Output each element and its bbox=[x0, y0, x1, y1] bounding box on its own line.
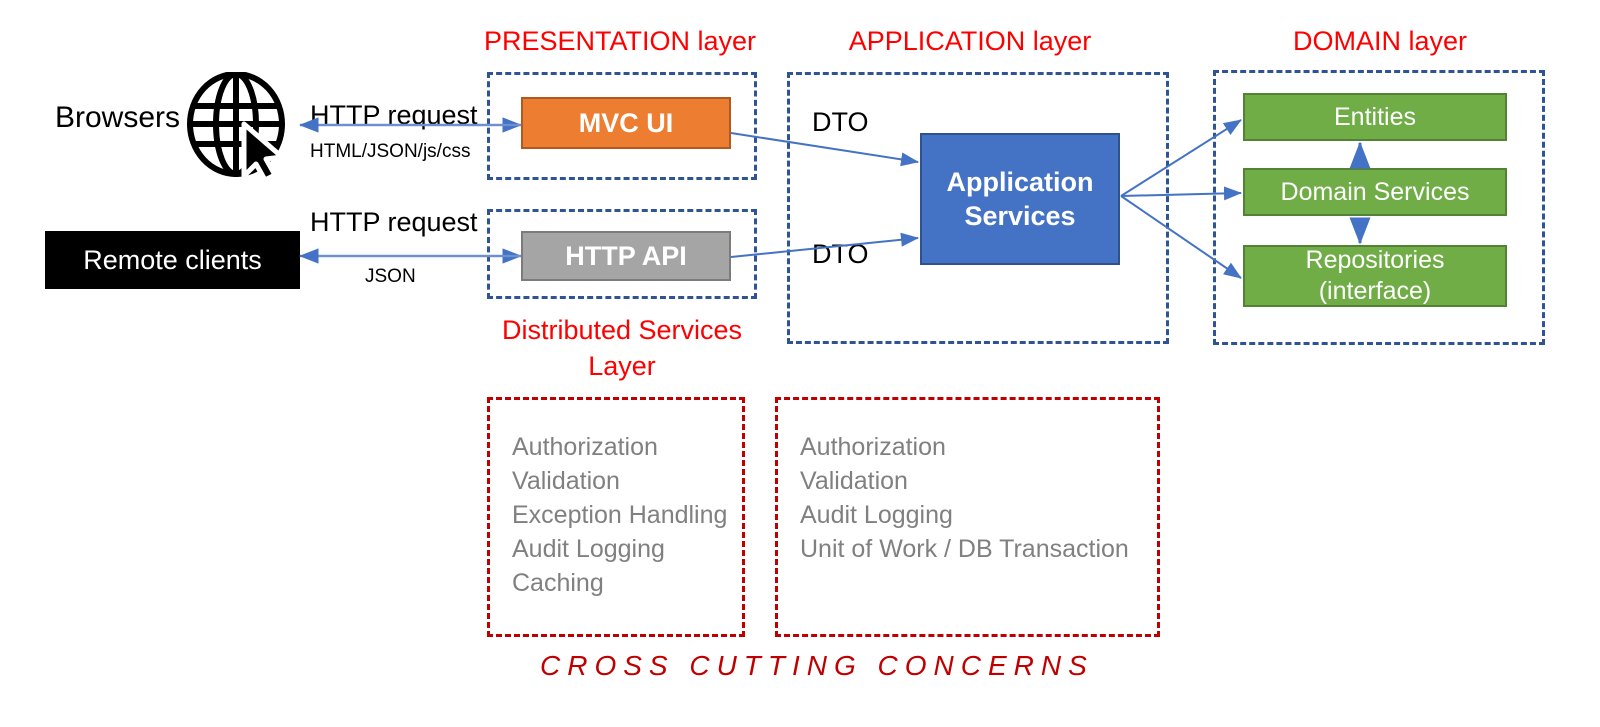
domain-layer-title: DOMAIN layer bbox=[1292, 26, 1468, 56]
crosscutting-item: Validation bbox=[512, 467, 620, 495]
entities-label: Entities bbox=[1334, 102, 1416, 131]
crosscutting-item: Audit Logging bbox=[800, 501, 953, 529]
crosscutting-item: Exception Handling bbox=[512, 501, 728, 529]
domain-services-label: Domain Services bbox=[1280, 177, 1470, 206]
application-services-box[interactable]: Application Services bbox=[920, 133, 1120, 265]
remote-clients-box[interactable]: Remote clients bbox=[45, 231, 300, 289]
client-response-label: JSON bbox=[365, 266, 416, 287]
http-api-box[interactable]: HTTP API bbox=[521, 231, 731, 281]
crosscutting-item: Authorization bbox=[800, 433, 946, 461]
crosscutting-item: Authorization bbox=[512, 433, 658, 461]
repositories-label-line1: Repositories bbox=[1305, 246, 1445, 274]
dto-top-label: DTO bbox=[812, 107, 869, 137]
globe-cursor-icon bbox=[186, 71, 294, 183]
crosscutting-item: Unit of Work / DB Transaction bbox=[800, 535, 1129, 563]
presentation-crosscutting-box: Authorization Validation Exception Handl… bbox=[487, 397, 745, 637]
distributed-services-title-line1: Distributed Services bbox=[501, 315, 743, 345]
dto-bottom-label: DTO bbox=[812, 239, 869, 269]
client-request-label: HTTP request bbox=[310, 207, 478, 237]
application-crosscutting-box: Authorization Validation Audit Logging U… bbox=[775, 397, 1160, 637]
application-services-label-line1: Application bbox=[946, 167, 1094, 197]
remote-clients-label: Remote clients bbox=[83, 244, 262, 275]
crosscutting-item: Validation bbox=[800, 467, 908, 495]
crosscutting-caption: CROSS CUTTING CONCERNS bbox=[540, 650, 1094, 681]
entities-box[interactable]: Entities bbox=[1243, 93, 1507, 141]
repositories-box[interactable]: Repositories (interface) bbox=[1243, 245, 1507, 307]
mvc-ui-label: MVC UI bbox=[578, 107, 674, 138]
browser-request-label: HTTP request bbox=[310, 100, 478, 130]
application-layer-title: APPLICATION layer bbox=[848, 26, 1092, 56]
presentation-crosscutting-list: Authorization Validation Exception Handl… bbox=[490, 400, 742, 600]
presentation-layer-title: PRESENTATION layer bbox=[483, 26, 757, 56]
browsers-label: Browsers bbox=[55, 101, 181, 134]
browser-response-label: HTML/JSON/js/css bbox=[310, 141, 471, 162]
distributed-services-title-line2: Layer bbox=[588, 351, 656, 381]
application-services-label-line2: Services bbox=[964, 201, 1076, 231]
repositories-label-line2: (interface) bbox=[1318, 277, 1432, 305]
http-api-label: HTTP API bbox=[565, 240, 687, 271]
crosscutting-item: Audit Logging bbox=[512, 535, 665, 563]
domain-services-box[interactable]: Domain Services bbox=[1243, 168, 1507, 216]
crosscutting-item: Caching bbox=[512, 569, 604, 597]
distributed-services-layer-title: Distributed Services Layer bbox=[487, 312, 757, 384]
mvc-ui-box[interactable]: MVC UI bbox=[521, 97, 731, 149]
application-crosscutting-list: Authorization Validation Audit Logging U… bbox=[778, 400, 1157, 566]
